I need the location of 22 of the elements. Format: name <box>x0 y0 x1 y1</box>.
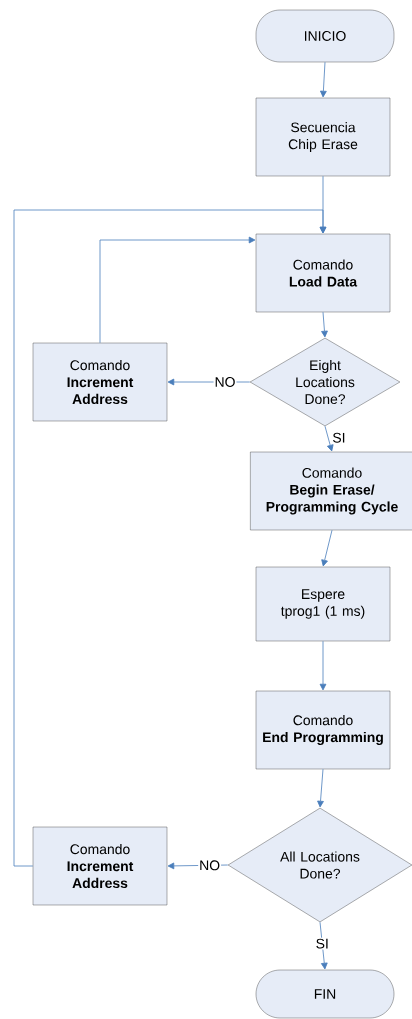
arrow <box>167 378 251 386</box>
process-box: Espere tprog1 (1 ms) <box>255 566 391 642</box>
process-box: Comando Begin Erase/ Programming Cycle <box>250 451 412 531</box>
arrow <box>317 768 324 808</box>
arrow <box>167 862 229 870</box>
arrow <box>321 311 328 338</box>
process-box: Comando Increment Address <box>32 826 168 906</box>
process-box: Comando End Programming <box>255 690 391 770</box>
process-box: Comando Load Data <box>255 233 391 313</box>
arrow <box>319 640 327 691</box>
arrow <box>99 236 256 344</box>
arrow <box>13 209 327 867</box>
arrow <box>321 529 333 567</box>
arrow <box>319 921 328 970</box>
arrow <box>320 61 327 98</box>
process-box: Comando Increment Address <box>32 342 168 422</box>
edge-label: SI <box>314 937 330 950</box>
arrow <box>324 425 334 452</box>
edge-label: NO <box>213 376 237 388</box>
edge-label: NO <box>198 859 222 872</box>
edge-label: SI <box>333 432 345 443</box>
process-box: Secuencia Chip Erase <box>255 97 391 177</box>
